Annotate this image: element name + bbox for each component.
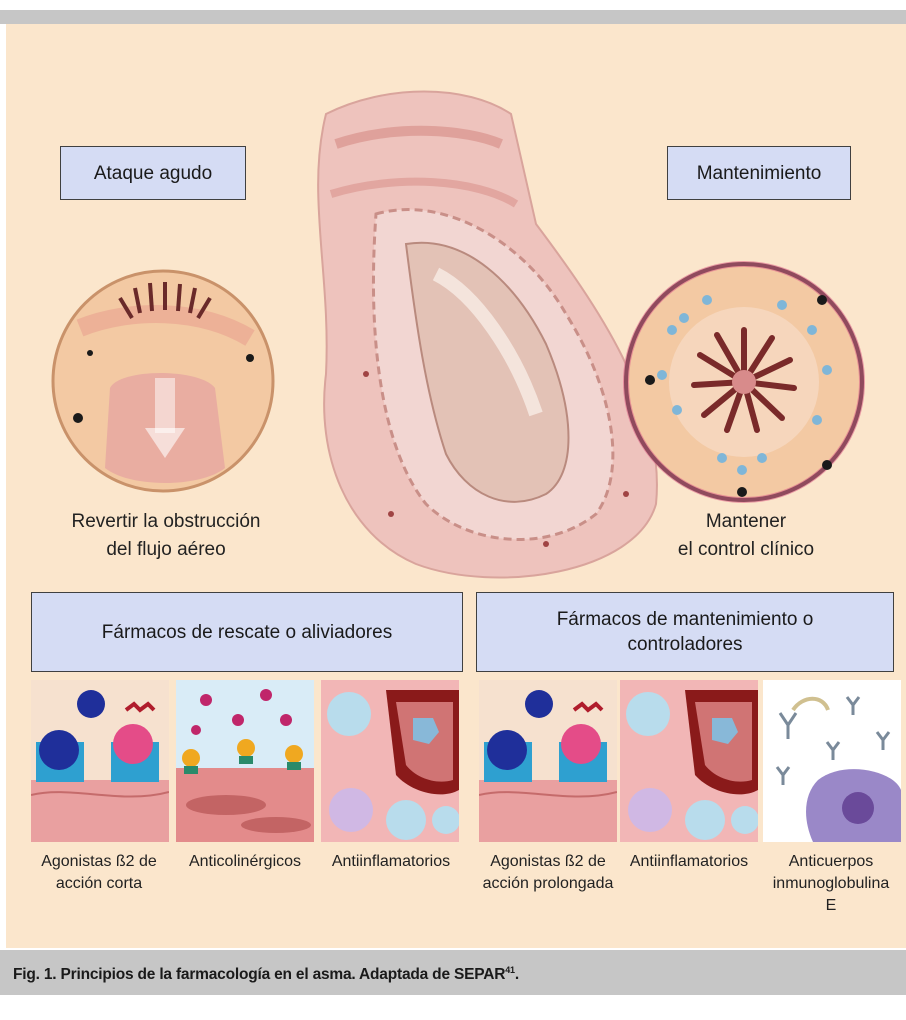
acute-attack-caption: Revertir la obstrucción del flujo aéreo	[36, 508, 296, 564]
maintenance-drugs-box: Fármacos de mantenimiento o controladore…	[476, 592, 894, 672]
drug-label-anticholinergic: Anticolinérgicos	[172, 851, 318, 873]
acute-attack-box: Ataque agudo	[60, 146, 246, 200]
maintenance-box: Mantenimiento	[667, 146, 851, 200]
drug-image-long-acting-beta2	[479, 680, 617, 842]
maintenance-airway-circle	[622, 260, 866, 504]
acute-caption-line1: Revertir la obstrucción	[36, 508, 296, 536]
drug-image-anti-inflammatory-1	[321, 680, 459, 842]
figure-caption-end: .	[515, 966, 519, 983]
drug-image-anti-ige-antibodies	[763, 680, 901, 842]
maintenance-caption-line1: Mantener	[626, 508, 866, 536]
rescue-drugs-box: Fármacos de rescate o aliviadores	[31, 592, 463, 672]
figure-caption: Fig. 1. Principios de la farmacología en…	[13, 965, 519, 984]
figure-caption-text: Fig. 1. Principios de la farmacología en…	[13, 966, 505, 983]
drug-label-anti-inflammatory-2: Antiinflamatorios	[616, 851, 762, 873]
drug-image-short-acting-beta2	[31, 680, 169, 842]
top-gray-bar	[0, 10, 906, 24]
caption-bar: Fig. 1. Principios de la farmacología en…	[0, 950, 906, 995]
drug-label-short-acting-beta2: Agonistas ß2 de acción corta	[26, 851, 172, 895]
acute-caption-line2: del flujo aéreo	[36, 536, 296, 564]
figure-caption-reference: 41	[505, 965, 515, 975]
figure-panel: Ataque agudo Mantenimiento Revertir la o…	[6, 24, 906, 948]
drug-image-anticholinergic	[176, 680, 314, 842]
drug-label-anti-inflammatory-1: Antiinflamatorios	[316, 851, 466, 873]
maintenance-caption: Mantener el control clínico	[626, 508, 866, 564]
acute-attack-airway-circle	[50, 268, 276, 494]
acute-attack-label: Ataque agudo	[94, 161, 212, 186]
rescue-drugs-title: Fármacos de rescate o aliviadores	[102, 620, 392, 645]
maintenance-label: Mantenimiento	[697, 161, 822, 186]
drug-label-long-acting-beta2: Agonistas ß2 de acción prolongada	[482, 851, 614, 895]
drug-image-anti-inflammatory-2	[620, 680, 758, 842]
maintenance-caption-line2: el control clínico	[626, 536, 866, 564]
drug-label-anti-ige-antibodies: Anticuerpos inmunoglobulina E	[772, 851, 890, 917]
maintenance-drugs-title: Fármacos de mantenimiento o controladore…	[517, 607, 853, 657]
